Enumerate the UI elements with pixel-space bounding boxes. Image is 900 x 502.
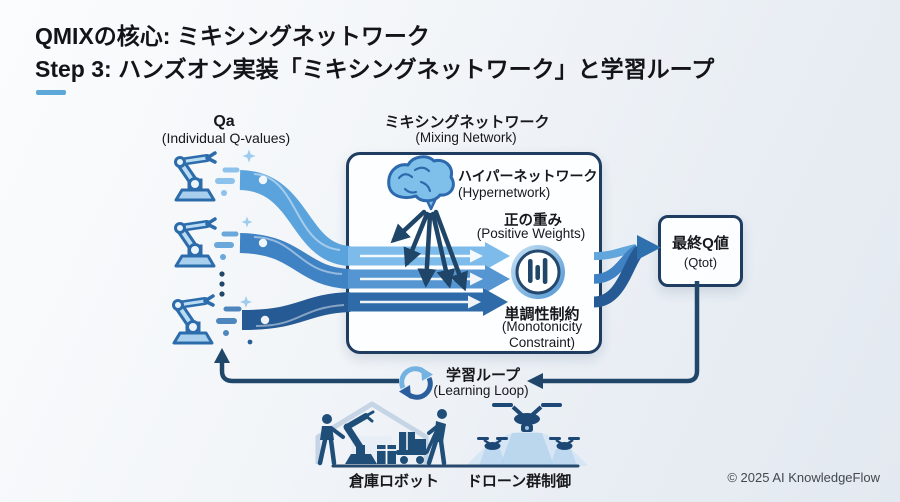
- learning-loop-label: 学習ループ: [445, 367, 521, 384]
- qtot-box: 最終Q値 (Qtot): [658, 215, 743, 287]
- title-line-2: Step 3: ハンズオン実装「ミキシングネットワーク」と学習ループ: [35, 56, 715, 82]
- copyright: © 2025 AI KnowledgeFlow: [727, 470, 880, 485]
- title-line-1: QMIXの核心: ミキシングネットワーク: [35, 23, 430, 49]
- agents-title: Qa: [213, 113, 235, 130]
- loop-arrowhead-up: [214, 348, 230, 363]
- robot-arm-icon: [176, 219, 216, 266]
- cycle-icon: [399, 366, 433, 400]
- loop-arrowhead-left: [527, 373, 543, 389]
- title-accent-rule: [36, 90, 66, 95]
- hypernetwork-label: ハイパーネットワーク: [458, 168, 598, 184]
- drone-swarm-label: ドローン群制御: [466, 473, 572, 490]
- positive-weights-label: 正の重み: [504, 213, 562, 229]
- qtot-output-arrow: [593, 235, 661, 308]
- learning-loop-sublabel: (Learning Loop): [433, 383, 529, 398]
- qtot-sublabel: (Qtot): [683, 255, 718, 270]
- more-agents-ellipsis: [219, 271, 225, 297]
- mixing-network-title: ミキシングネットワーク: [384, 114, 550, 131]
- warehouse-robot-icon: [315, 401, 447, 466]
- hypernetwork-sublabel: (Hypernetwork): [458, 185, 551, 200]
- monotonicity-sublabel: (Monotonicity Constraint): [501, 319, 583, 350]
- agents-subtitle: (Individual Q-values): [161, 130, 291, 146]
- positive-weights-sublabel: (Positive Weights): [476, 226, 586, 241]
- qtot-label: 最終Q値: [672, 235, 729, 252]
- robot-arm-icon: [176, 153, 216, 200]
- robot-arm-icon: [174, 296, 214, 343]
- warehouse-robot-label: 倉庫ロボット: [348, 473, 440, 490]
- drone-swarm-icon: [466, 403, 588, 466]
- slide-title: QMIXの核心: ミキシングネットワーク Step 3: ハンズオン実装「ミキシ…: [35, 20, 714, 86]
- mixing-network-subtitle: (Mixing Network): [415, 130, 517, 145]
